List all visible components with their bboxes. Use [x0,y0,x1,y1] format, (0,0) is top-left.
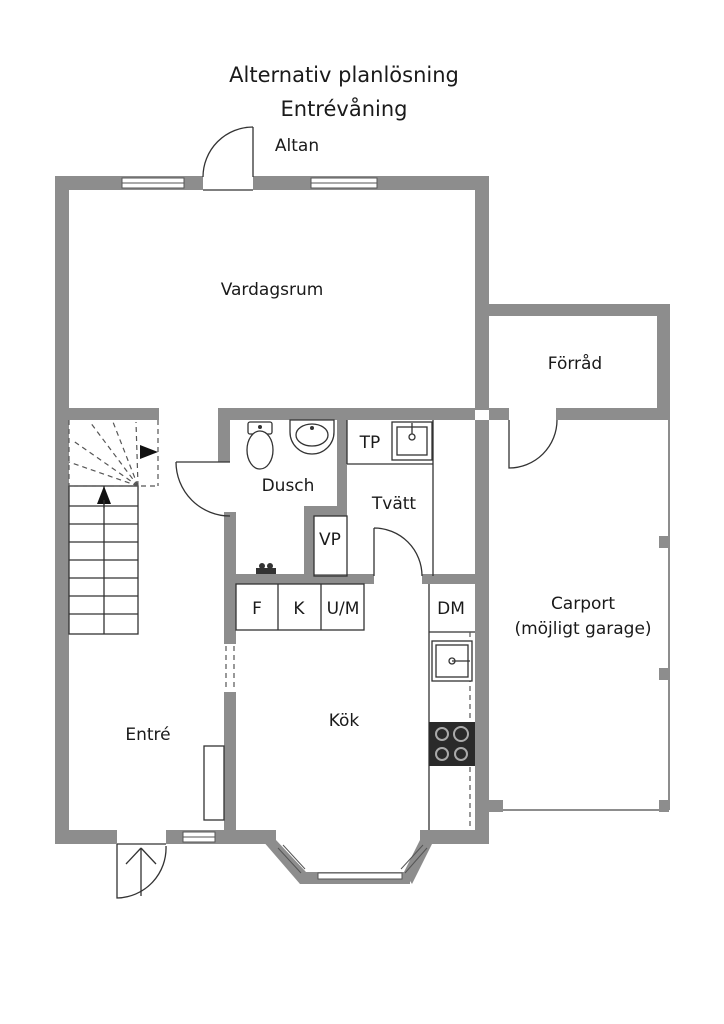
laundry-sink [391,421,433,461]
label-k: K [293,599,305,619]
shower-mixer [256,563,276,574]
floor-name: Entrévåning [281,96,408,121]
staircase [68,420,159,635]
toilet [246,421,274,470]
exterior-walls [55,176,489,844]
interior-walls [69,408,475,844]
kitchen-counter [428,584,475,830]
label-carport: Carport [551,594,615,614]
label-tvatt: Tvätt [371,494,417,514]
label-tp: TP [359,433,381,453]
label-forrad: Förråd [548,353,602,374]
altan-door-opening [203,174,253,192]
bay-window-walls [262,840,434,884]
label-f: F [252,599,262,619]
entry-wardrobe [203,745,225,821]
kitchen-cabinets [235,583,365,631]
altan-door-swing [202,126,254,178]
plan-title: Alternativ planlösning [229,63,459,87]
label-vardagsrum: Vardagsrum [221,280,324,300]
bathroom-sink [289,419,335,455]
label-carport-sub: (möjligt garage) [514,619,651,639]
laundry-door [373,527,423,577]
kitchen-sink [431,640,473,682]
vp-box [313,515,348,577]
storage-walls [489,304,670,420]
label-altan: Altan [275,136,319,156]
bathroom-door [175,461,231,517]
stove [429,722,475,766]
label-vp: VP [319,530,341,550]
label-entre: Entré [125,725,170,745]
label-dusch: Dusch [262,476,315,496]
label-dm: DM [437,599,465,619]
storage-door [508,419,558,469]
label-um: U/M [327,599,360,619]
entrance-door [116,843,167,899]
label-kok: Kök [329,711,360,731]
carport-outline [489,420,670,812]
